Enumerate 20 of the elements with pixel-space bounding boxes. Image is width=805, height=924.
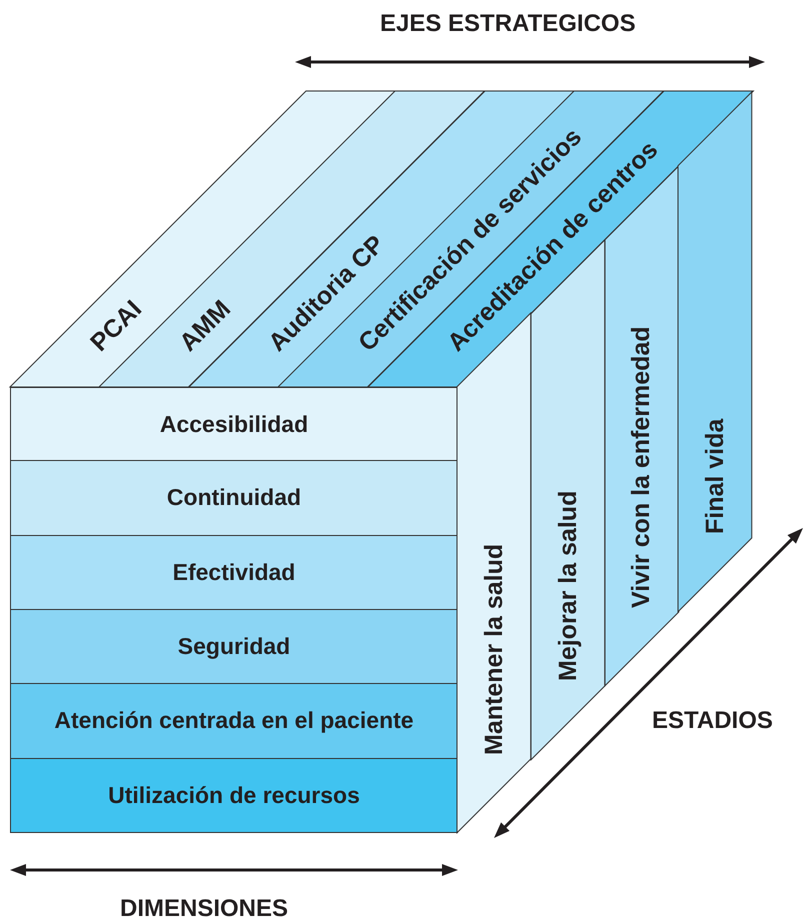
row-label: Continuidad bbox=[166, 484, 302, 512]
row-label: Atención centrada en el paciente bbox=[54, 707, 414, 734]
strip-label: Vivir con la enfermedad bbox=[626, 326, 656, 608]
dimension-row bbox=[10, 758, 458, 833]
side-strip bbox=[678, 92, 752, 612]
strip-label: Mantener la salud bbox=[478, 544, 509, 756]
strip-label: Mejorar la salud bbox=[552, 491, 583, 682]
row-label: Seguridad bbox=[178, 633, 290, 660]
axis-title: ESTADIOS bbox=[652, 707, 773, 735]
row-label: Accesibilidad bbox=[160, 410, 308, 438]
axis-title: EJES ESTRATEGICOS bbox=[380, 10, 636, 38]
axis-title: DIMENSIONES bbox=[120, 895, 288, 923]
dimension-row bbox=[10, 387, 458, 462]
dimension-row bbox=[10, 608, 458, 684]
row-label: Efectividad bbox=[172, 558, 296, 586]
dimension-row bbox=[10, 460, 458, 536]
dimension-row bbox=[10, 534, 458, 610]
dimension-row bbox=[10, 683, 458, 759]
row-label: Utilización de recursos bbox=[108, 782, 360, 809]
strip-label: Final vida bbox=[700, 418, 730, 534]
